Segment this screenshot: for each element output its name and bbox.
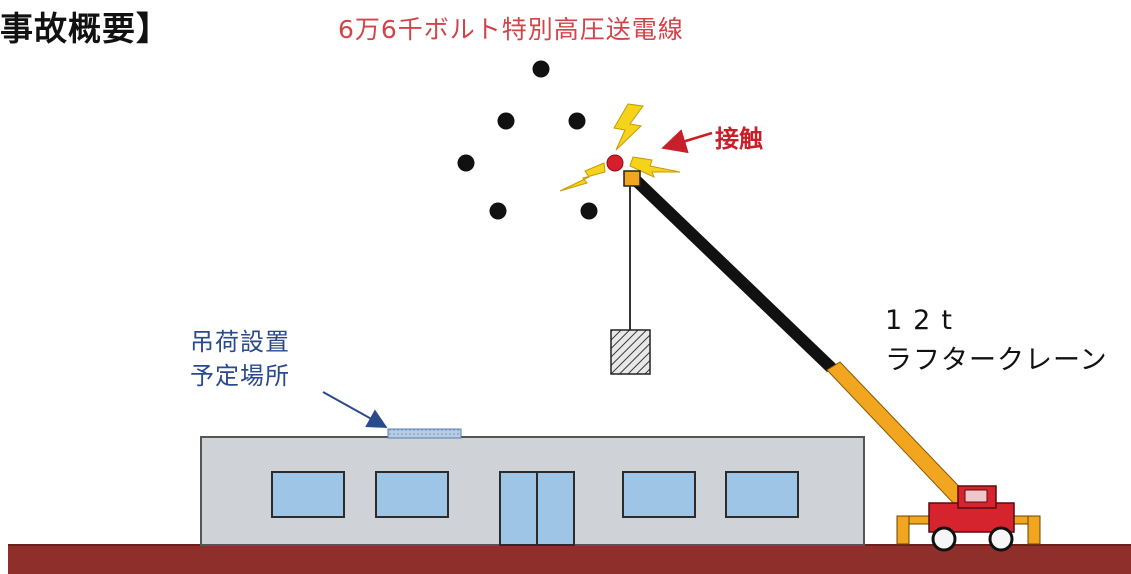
building-window — [622, 471, 696, 518]
page-title: 事故概要】 — [0, 9, 170, 48]
building-window — [271, 471, 345, 518]
crane-carrier — [896, 485, 1041, 552]
crane-wheel — [988, 526, 1014, 552]
crane-capacity-label: 12t — [885, 305, 963, 336]
suspended-load — [610, 329, 651, 375]
contact-arrow — [661, 129, 713, 154]
boom-tip — [623, 170, 641, 187]
crane-wheel — [931, 526, 957, 552]
conductor — [568, 112, 586, 130]
crane-boom-upper — [629, 176, 838, 372]
conductor — [457, 154, 475, 172]
site-label-line1: 吊荷設置 — [190, 328, 290, 356]
contact-point — [606, 154, 624, 172]
building — [200, 428, 865, 546]
site-arrow — [322, 391, 388, 428]
power-line-label: 6万6千ボルト特別高圧送電線 — [338, 15, 684, 44]
electric-spark — [559, 103, 681, 192]
conductor — [580, 202, 598, 220]
building-window — [725, 471, 799, 518]
crane-type-label: ラフタークレーン — [885, 345, 1108, 376]
contact-label: 接触 — [715, 125, 763, 153]
load-placement-site — [387, 428, 462, 439]
building-window — [375, 471, 449, 518]
ground — [8, 545, 1131, 574]
conductor — [489, 202, 507, 220]
conductor — [497, 112, 515, 130]
power-line-conductors — [457, 60, 598, 220]
site-label-line2: 予定場所 — [190, 362, 290, 390]
conductor — [532, 60, 550, 78]
